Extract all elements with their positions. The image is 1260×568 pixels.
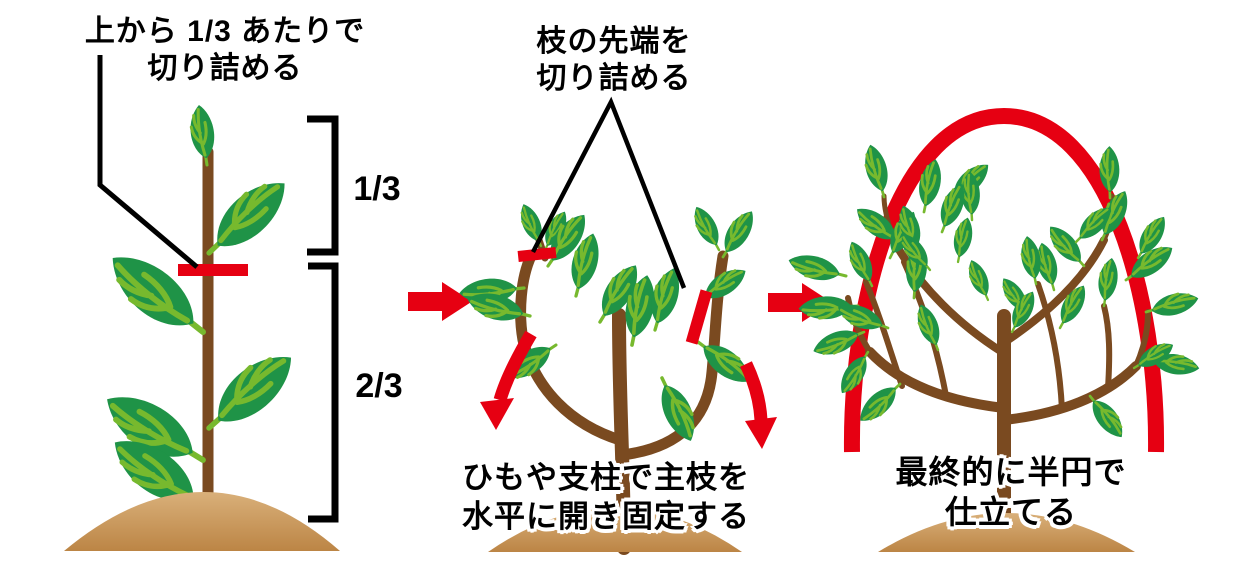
step1-annotation: 上から 1/3 あたりで 切り詰める: [85, 14, 365, 87]
step3-caption-line2: 仕立てる: [944, 494, 1078, 531]
cut-mark: [178, 264, 248, 276]
step1-annotation-line1: 上から 1/3 あたりで: [84, 15, 366, 48]
step3-caption: 最終的に半円で 仕立てる: [895, 452, 1126, 533]
step3-caption-line1: 最終的に半円で: [895, 454, 1127, 490]
fraction-label-bottom: 2/3: [355, 367, 403, 405]
leaf: [963, 255, 996, 305]
soil-mound: [64, 492, 340, 551]
leaf: [99, 240, 216, 351]
leaf: [783, 246, 851, 291]
cut-mark-right: [685, 289, 713, 345]
step1-annotation-line2: 切り詰める: [147, 51, 303, 85]
fraction-label-top: 1/3: [353, 170, 401, 208]
bend-arrow-right-icon: [740, 361, 777, 449]
bracket-upper: [307, 115, 339, 256]
step2-annotation: 枝の先端を 切り詰める: [537, 24, 692, 97]
step2-caption-line1: ひもや支柱で主枝を: [462, 460, 750, 495]
soil-mound: [878, 513, 1135, 552]
soil-mound: [488, 508, 742, 552]
stage3-plant: [783, 107, 1203, 552]
leaf: [911, 300, 947, 355]
callout-lines: [531, 96, 687, 289]
right-arrow-icon: [408, 282, 472, 321]
step2-caption: ひもや支柱で主枝を 水平に開き固定する: [462, 458, 750, 536]
stage2-plant: [457, 96, 777, 555]
leaf: [947, 214, 979, 266]
leaf: [1092, 254, 1124, 309]
step2-annotation-line2: 切り詰める: [536, 61, 692, 95]
stage2-right-branch: [616, 250, 729, 461]
callout-line: [97, 55, 199, 269]
stage1-leaves: [96, 102, 305, 524]
stage1-plant: [64, 55, 340, 551]
cut-mark-left: [517, 247, 557, 262]
leaf: [687, 201, 728, 256]
bend-arrow-left-icon: [480, 330, 537, 430]
bracket-lower: [308, 262, 339, 523]
semicircle-guide: [843, 107, 1165, 453]
leaf: [1081, 388, 1131, 445]
step2-annotation-line1: 枝の先端を: [536, 25, 692, 58]
leaf: [859, 140, 894, 201]
step2-caption-line2: 水平に開き固定する: [462, 499, 750, 535]
leaf: [1017, 233, 1046, 287]
